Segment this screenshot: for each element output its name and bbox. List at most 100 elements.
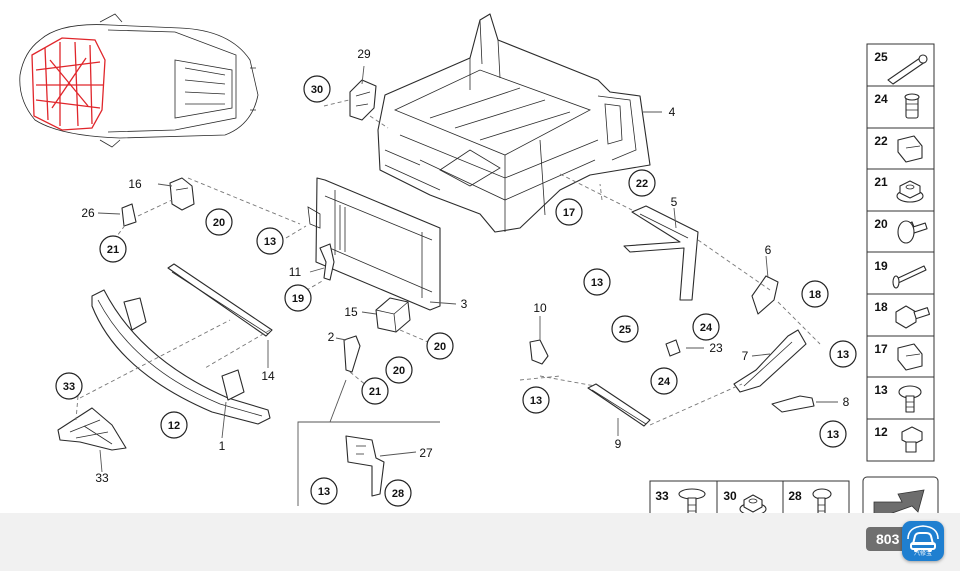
front-frame-assembly — [377, 13, 651, 233]
bracket-8 — [771, 395, 815, 413]
legend-number-21: 21 — [874, 175, 888, 189]
svg-text:18: 18 — [809, 289, 821, 301]
hex-bolt-icon — [895, 305, 931, 329]
callout-1: 1 — [219, 439, 226, 453]
circled-callout-21b: 21 — [361, 377, 389, 405]
svg-text:24: 24 — [658, 376, 671, 388]
circled-callout-20c: 20 — [385, 356, 413, 384]
legend-number-24: 24 — [874, 92, 888, 106]
svg-text:20: 20 — [434, 341, 446, 353]
svg-text:13: 13 — [827, 429, 839, 441]
bracket-27 — [345, 435, 385, 497]
torx-bolt-icon — [898, 385, 922, 413]
legend-number-22: 22 — [874, 134, 888, 148]
circled-callout-19: 19 — [284, 284, 312, 312]
svg-text:30: 30 — [311, 84, 323, 96]
bracket-6 — [751, 275, 779, 315]
callout-2: 2 — [328, 330, 335, 344]
svg-text:13: 13 — [318, 486, 330, 498]
car-overview-thumbnail — [19, 13, 259, 148]
svg-text:21: 21 — [369, 386, 381, 398]
bracket-16 — [169, 177, 195, 211]
callout-14: 14 — [261, 369, 275, 383]
circled-callout-22: 22 — [628, 169, 656, 197]
callout-10: 10 — [533, 301, 547, 315]
wide-head-screw-icon — [678, 488, 706, 519]
circled-callout-13f: 13 — [310, 477, 338, 505]
car-icon — [907, 525, 939, 552]
svg-text:33: 33 — [63, 381, 75, 393]
bracket-26 — [121, 203, 137, 227]
svg-text:20: 20 — [213, 217, 225, 229]
clip-nut-icon — [897, 135, 923, 163]
inset-pointer — [329, 379, 347, 423]
callout-9: 9 — [615, 437, 622, 451]
brace-5 — [623, 205, 699, 301]
circled-callout-25: 25 — [611, 315, 639, 343]
bracket-7 — [733, 329, 807, 393]
app-badge-label: 汽修宝 — [913, 551, 932, 557]
torx-bolt-icon — [812, 488, 832, 519]
bumper-beam — [91, 289, 271, 425]
circled-callout-24a: 24 — [692, 313, 720, 341]
circled-callout-33: 33 — [55, 372, 83, 400]
svg-text:12: 12 — [168, 420, 180, 432]
bracket-10 — [529, 339, 549, 365]
circled-callout-24b: 24 — [650, 367, 678, 395]
callout-23: 23 — [709, 341, 723, 355]
legend-number-18: 18 — [874, 300, 888, 314]
legend-number-13: 13 — [874, 383, 888, 397]
circled-callout-28: 28 — [384, 479, 412, 507]
circled-callout-12: 12 — [160, 411, 188, 439]
short-bolt-icon — [901, 426, 923, 453]
flange-bolt-icon — [897, 220, 928, 244]
legend-number-20: 20 — [874, 217, 888, 231]
arrow-icon — [873, 489, 925, 517]
bottom-legend-number-33: 33 — [655, 489, 669, 503]
bottom-legend-number-30: 30 — [723, 489, 737, 503]
svg-text:28: 28 — [392, 488, 404, 500]
hardware-legend: 25 24 22 21 20 19 18 17 13 12 — [866, 43, 935, 462]
svg-text:17: 17 — [563, 207, 575, 219]
callout-32: 33 — [95, 471, 109, 485]
legend-number-25: 25 — [874, 50, 888, 64]
legend-number-19: 19 — [874, 259, 888, 273]
circled-callout-21a: 21 — [99, 235, 127, 263]
bar-9 — [587, 383, 651, 427]
bracket-32 — [57, 407, 127, 451]
svg-text:13: 13 — [837, 349, 849, 361]
bracket-2 — [343, 335, 361, 373]
circled-callout-20b: 20 — [426, 332, 454, 360]
callout-27: 27 — [419, 446, 433, 460]
circled-callout-13c: 13 — [829, 340, 857, 368]
cross-bar-14 — [167, 263, 273, 337]
svg-text:13: 13 — [591, 277, 603, 289]
svg-text:24: 24 — [700, 322, 713, 334]
callout-5: 5 — [671, 195, 678, 209]
radiator-frame — [307, 177, 441, 311]
svg-text:13: 13 — [530, 395, 542, 407]
svg-text:21: 21 — [107, 244, 119, 256]
svg-text:22: 22 — [636, 178, 648, 190]
app-badge[interactable]: 汽修宝 — [902, 521, 944, 561]
bottom-legend-number-28: 28 — [788, 489, 802, 503]
callout-3: 3 — [461, 297, 468, 311]
callout-7: 7 — [742, 349, 749, 363]
callout-6: 6 — [765, 243, 772, 257]
circled-callout-13e: 13 — [819, 420, 847, 448]
callout-16: 16 — [128, 177, 142, 191]
assembly-dashed-lines — [75, 99, 821, 426]
sleeve-nut-icon — [904, 93, 920, 119]
bracket-15 — [375, 297, 411, 333]
clip-23 — [665, 339, 681, 357]
inset-frame — [297, 421, 440, 506]
rivet-icon — [892, 265, 927, 289]
flange-nut-icon — [739, 494, 767, 516]
footer-band — [0, 513, 960, 571]
callout-26: 26 — [81, 206, 95, 220]
svg-text:13: 13 — [264, 236, 276, 248]
callout-8: 8 — [843, 395, 850, 409]
circled-callouts: 30 22 17 20 21 13 19 20 20 21 13 18 25 2… — [55, 75, 857, 507]
callout-29: 29 — [357, 47, 371, 61]
